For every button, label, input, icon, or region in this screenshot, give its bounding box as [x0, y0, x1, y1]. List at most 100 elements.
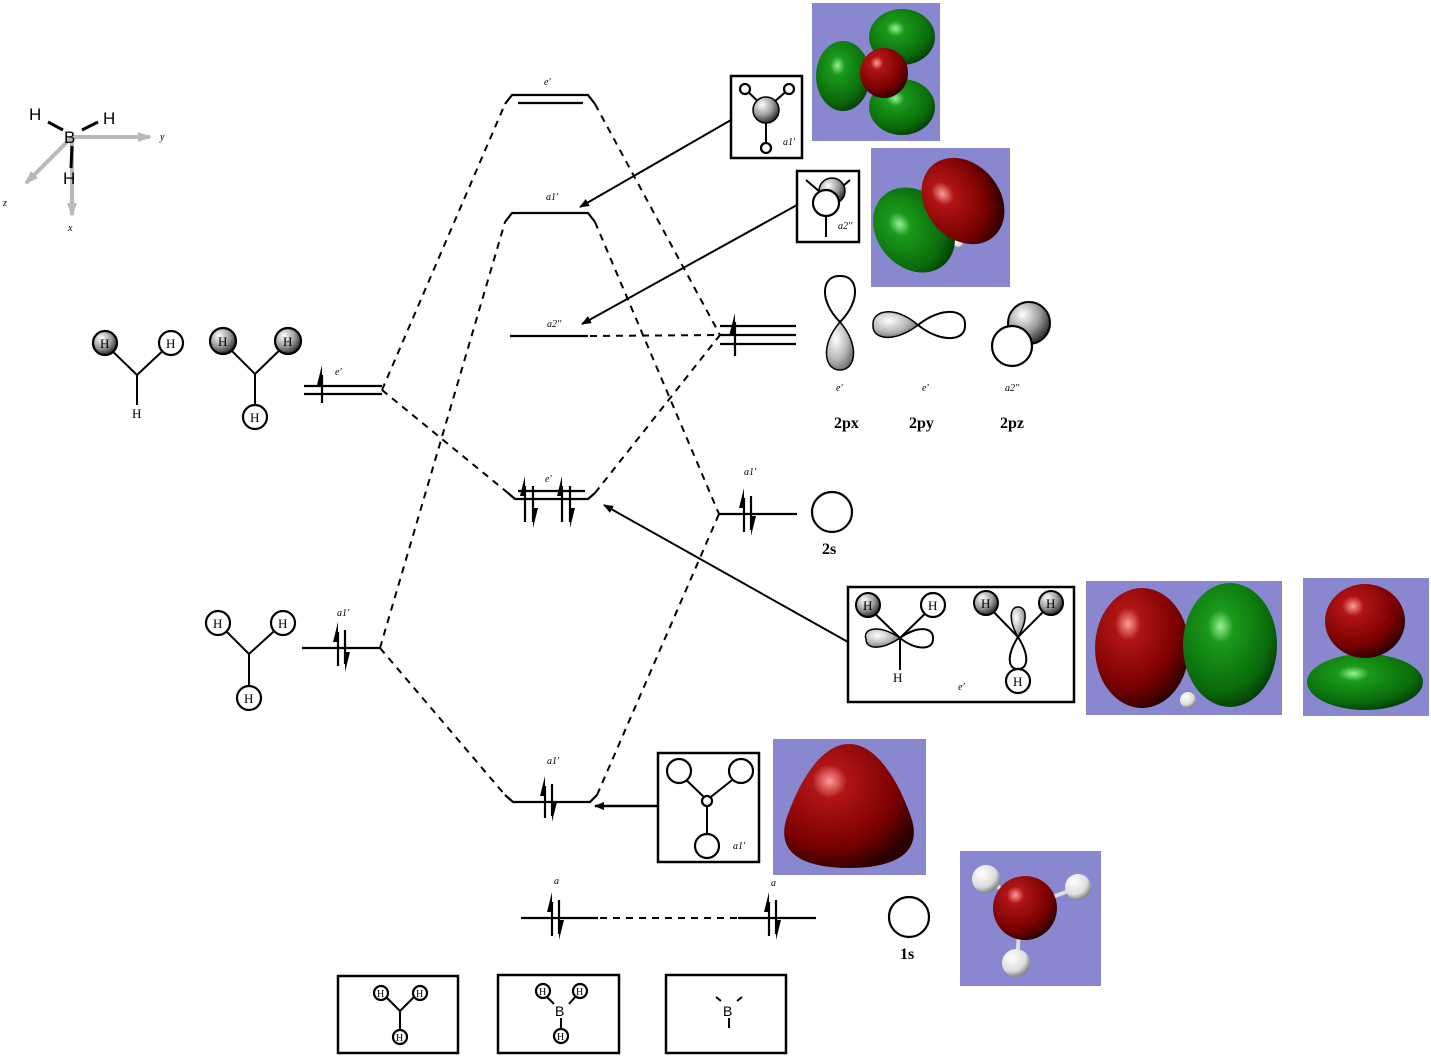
z-axis-label: z: [2, 198, 7, 209]
boron-atom-label: B: [64, 128, 75, 147]
svg-text:H: H: [218, 334, 227, 349]
svg-text:H: H: [1013, 674, 1022, 689]
svg-text:a2'': a2'': [547, 319, 562, 330]
inset-a1-bonding: a1': [656, 751, 761, 864]
mo-render-e-bonding-2: [1303, 578, 1429, 716]
z-axis-arrow: [24, 135, 74, 185]
svg-text:H: H: [377, 989, 384, 1000]
h-orbital-open: [241, 403, 269, 431]
svg-text:H: H: [283, 334, 292, 349]
mo-render-a1-bonding: [773, 739, 926, 875]
mo-render-e-bonding-1: [1086, 581, 1282, 715]
svg-text:B: B: [723, 1003, 732, 1019]
svg-text:e': e': [922, 383, 929, 394]
svg-text:H: H: [863, 598, 872, 613]
svg-text:2s: 2s: [822, 541, 836, 558]
y-axis-label: y: [159, 132, 165, 143]
coordinate-axes: B H H H y z x: [2, 105, 165, 234]
boron-2s-level: a1': [719, 467, 797, 536]
svg-text:2pz: 2pz: [1000, 415, 1024, 432]
x-axis-label: x: [67, 223, 73, 234]
svg-text:a: a: [771, 878, 776, 889]
boron-2pz-orbital: a2'' 2pz: [990, 301, 1051, 432]
mo-render-a1-antibonding: [812, 3, 940, 141]
mo-a2-nonbonding: a2'': [510, 319, 588, 338]
inset-a2-nonbonding: a2'': [795, 169, 861, 244]
bottom-box-boron: B: [664, 973, 788, 1055]
bond: [69, 145, 74, 169]
ligand-a1-label: a1': [337, 608, 350, 619]
mo-render-a2-nonbonding: [871, 148, 1010, 287]
correlation-lines: [379, 103, 721, 796]
svg-text:a2'': a2'': [838, 221, 853, 232]
hydrogen-atom-label: H: [63, 169, 75, 188]
h-orbital-open: [157, 329, 185, 357]
svg-text:H: H: [396, 1033, 403, 1044]
svg-text:H: H: [576, 987, 583, 998]
mo-a1-bonding: a1': [504, 756, 598, 822]
ligand-e-fragment-2: H H H: [208, 326, 303, 431]
h-orbital-shaded: [208, 326, 238, 356]
bottom-box-molecule: B H H H: [496, 973, 621, 1055]
boron-2py-orbital: e' 2py: [872, 310, 967, 432]
svg-text:H: H: [416, 989, 423, 1000]
mo-a1-antibonding: a1': [504, 192, 596, 223]
svg-text:e': e': [545, 474, 552, 485]
boron-1s-level: a: [738, 878, 816, 940]
svg-text:B: B: [555, 1003, 564, 1019]
boron-1s-orbital: 1s: [887, 895, 931, 963]
svg-text:H: H: [928, 598, 937, 613]
svg-text:a1': a1': [744, 467, 757, 478]
mo-e-antibonding: e': [504, 77, 596, 105]
hydrogen-atom-label: H: [103, 109, 115, 128]
boron-2s-orbital: 2s: [810, 490, 854, 558]
arrow-to-a1-antibonding: [579, 119, 732, 208]
arrow-to-e-bonding: [603, 504, 849, 643]
svg-text:a1': a1': [783, 137, 796, 148]
svg-text:a1': a1': [547, 756, 560, 767]
h-orbital-shaded: [273, 326, 303, 356]
ligand-e-level: e': [304, 365, 382, 403]
svg-text:e': e': [958, 682, 965, 693]
bond: [47, 120, 64, 132]
svg-text:H: H: [539, 987, 546, 998]
electron-up-head: [317, 365, 322, 385]
hydrogen-atom-label: H: [29, 105, 41, 124]
svg-text:H: H: [981, 596, 990, 611]
bottom-box-ligands: H H H: [336, 974, 460, 1055]
ligand-e-fragment-1: H H H: [91, 329, 185, 421]
svg-text:a2'': a2'': [1005, 383, 1020, 394]
svg-text:H: H: [213, 616, 222, 631]
bond: [81, 120, 99, 132]
ligand-e-label: e': [335, 367, 342, 378]
svg-text:1s: 1s: [900, 946, 914, 963]
svg-text:H: H: [100, 336, 109, 351]
svg-text:H: H: [1046, 596, 1055, 611]
mo-core-left: a: [521, 876, 598, 940]
inset-e-bonding: H H H H H H e': [846, 585, 1076, 704]
ligand-a1-fragment: H H H: [204, 609, 297, 712]
arrow-to-a2-nonbonding: [581, 204, 798, 325]
svg-text:H: H: [166, 336, 175, 351]
ligand-a1-level: a1': [302, 608, 380, 672]
inset-a1-antibonding: a1': [729, 74, 804, 160]
svg-text:a1': a1': [546, 192, 559, 203]
svg-text:H: H: [278, 616, 287, 631]
svg-text:e': e': [544, 77, 551, 88]
svg-text:H: H: [244, 691, 253, 706]
boron-2px-orbital: e' 2px: [824, 274, 859, 432]
svg-text:H: H: [250, 410, 259, 425]
svg-text:H: H: [132, 406, 141, 421]
mo-render-core: [960, 851, 1101, 986]
svg-text:e': e': [836, 383, 843, 394]
svg-text:a1': a1': [733, 841, 746, 852]
svg-text:H: H: [557, 1032, 564, 1043]
mo-e-bonding: e': [507, 474, 596, 528]
svg-text:H: H: [893, 670, 902, 685]
svg-text:a: a: [554, 876, 559, 887]
h-orbital-shaded: [91, 329, 119, 357]
svg-text:2px: 2px: [834, 415, 859, 432]
svg-text:2py: 2py: [909, 415, 934, 432]
boron-2p-level: [720, 313, 796, 356]
